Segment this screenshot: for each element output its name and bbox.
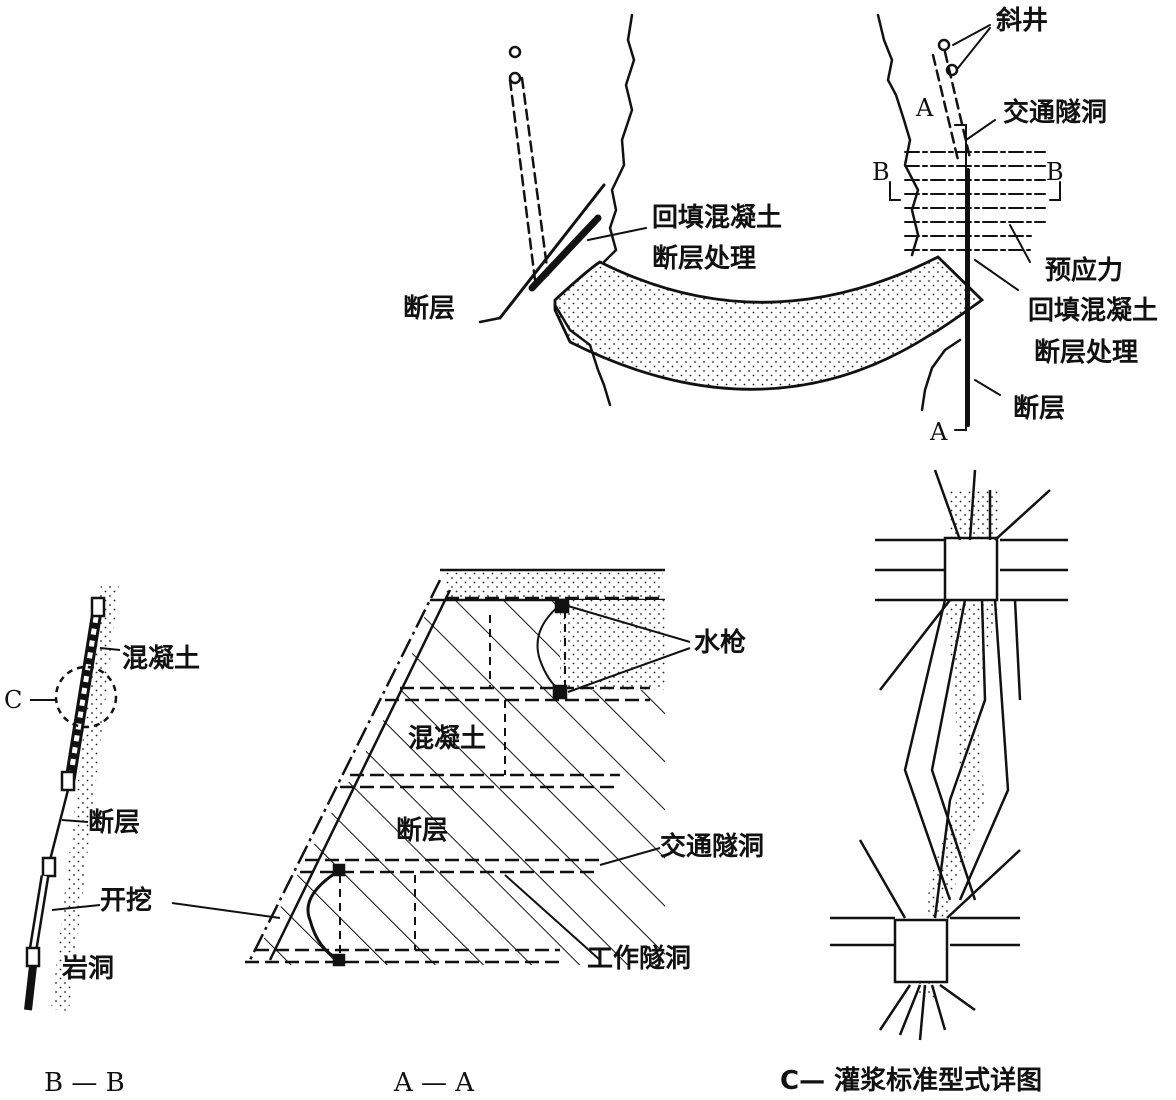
label-backfill-left-1: 回填混凝土	[652, 203, 783, 233]
label-section-a-top: A	[916, 94, 934, 122]
label-backfill-right-2: 断层处理	[1034, 338, 1139, 368]
label-bb-fault: 断层	[88, 808, 141, 838]
right-incline-shaft	[931, 24, 991, 162]
label-aa-water-gun: 水枪	[694, 628, 747, 658]
caption-aa: A — A	[394, 1068, 475, 1098]
label-fault-right: 断层	[1013, 394, 1066, 424]
label-bb-detail-c: C	[4, 686, 23, 714]
left-incline-shaft	[508, 45, 550, 282]
caption-cc: C— 灌浆标准型式详图	[780, 1066, 1043, 1096]
label-bb-concrete: 混凝土	[122, 644, 201, 674]
label-fault-left: 断层	[403, 294, 456, 324]
label-bb-rock-tunnel: 岩洞	[62, 954, 115, 984]
cc-upper-anchor	[943, 536, 999, 602]
label-aa-fault: 断层	[396, 816, 449, 846]
label-aa-traffic-tunnel: 交通隧洞	[660, 832, 765, 862]
label-incline-shaft: 斜井	[996, 6, 1049, 36]
label-section-b-right: B	[1046, 158, 1064, 186]
section-aa	[171, 568, 691, 967]
top-plan-view	[478, 13, 1061, 431]
cc-grout-band	[915, 490, 1000, 1000]
bb-outer-dots	[51, 583, 119, 1012]
label-section-b-left: B	[872, 158, 890, 186]
left-fault-line	[498, 183, 606, 320]
label-backfill-right-1: 回填混凝土	[1028, 296, 1159, 326]
label-traffic-tunnel-top: 交通隧洞	[1003, 98, 1108, 128]
aa-jet-curve	[536, 604, 561, 691]
label-bb-excavation: 开挖	[100, 886, 153, 916]
section-cc-grout-detail	[830, 469, 1068, 1041]
aa-left-edge	[248, 579, 442, 961]
prestress-anchors	[904, 151, 1046, 263]
label-aa-concrete: 混凝土	[408, 724, 487, 754]
label-backfill-left-2: 断层处理	[652, 244, 757, 274]
left-rock-outline	[602, 13, 636, 264]
right-rock-outline	[876, 13, 920, 257]
aa-excavation-curve	[306, 868, 341, 962]
right-rock-bottom	[920, 338, 962, 412]
cc-lower-anchor	[893, 918, 949, 984]
label-section-a-bottom: A	[930, 418, 948, 446]
caption-bb: B — B	[44, 1068, 125, 1098]
label-aa-work-tunnel: 工作隧洞	[587, 944, 692, 974]
aa-top-concrete	[445, 572, 663, 597]
concrete-lining	[553, 255, 985, 391]
detail-c-marker	[54, 665, 118, 729]
section-bb	[24, 583, 121, 1012]
label-prestress: 预应力	[1045, 256, 1124, 286]
